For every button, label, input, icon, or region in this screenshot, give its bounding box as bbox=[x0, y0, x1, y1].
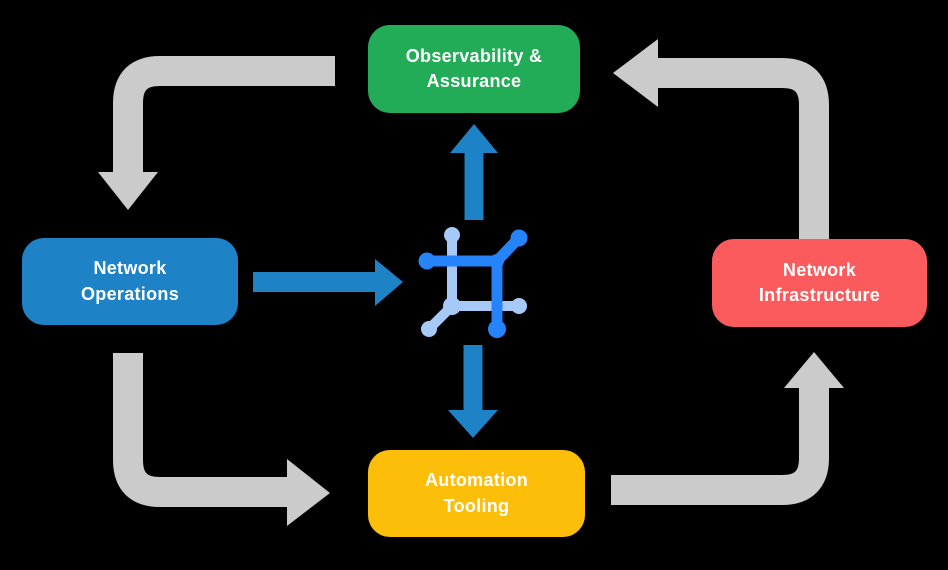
node-network-infrastructure: Network Infrastructure bbox=[712, 239, 927, 327]
arrow-operations-to-automation bbox=[113, 353, 330, 526]
node-observability-assurance-label: Observability & Assurance bbox=[405, 45, 543, 91]
node-network-operations: Network Operations bbox=[22, 238, 238, 325]
node-automation-tooling: Automation Tooling bbox=[368, 450, 585, 537]
node-observability-assurance: Observability & Assurance bbox=[368, 25, 580, 113]
arrow-core-to-automation bbox=[448, 345, 498, 438]
arrow-observability-to-operations bbox=[98, 56, 335, 210]
node-network-infrastructure-label: Network Infrastructure bbox=[758, 259, 881, 305]
network-mesh-icon bbox=[418, 227, 528, 338]
arrow-operations-to-core bbox=[253, 259, 403, 306]
node-automation-tooling-label: Automation Tooling bbox=[425, 470, 528, 516]
arrow-core-to-observability bbox=[450, 124, 498, 220]
node-network-operations-label: Network Operations bbox=[80, 258, 180, 304]
arrow-infrastructure-to-observability bbox=[613, 39, 829, 240]
arrow-automation-to-infrastructure bbox=[611, 352, 844, 505]
